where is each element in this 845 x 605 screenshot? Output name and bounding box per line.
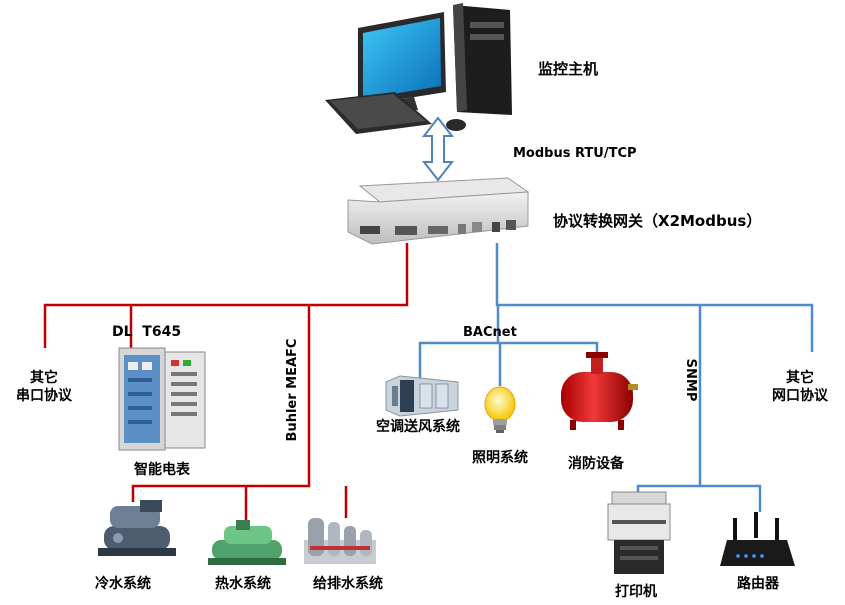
heater-icon bbox=[208, 520, 286, 565]
other-serial-protocol-label-line1: 其它 bbox=[30, 369, 58, 386]
dl-t645-protocol-label: DL T645 bbox=[112, 324, 181, 340]
chiller-label: 冷水系统 bbox=[95, 575, 151, 592]
gateway-label: 协议转换网关（X2Modbus） bbox=[553, 212, 761, 230]
fire-equipment-label: 消防设备 bbox=[568, 455, 625, 472]
chiller-icon bbox=[98, 500, 176, 556]
heater-label: 热水系统 bbox=[215, 575, 271, 592]
air-conditioning-label: 空调送风系统 bbox=[376, 418, 460, 435]
light-bulb-icon bbox=[484, 386, 516, 433]
gateway-device-icon bbox=[347, 177, 530, 245]
printer-label: 打印机 bbox=[615, 583, 657, 600]
printer-icon bbox=[607, 491, 671, 574]
buhler-meafc-label: Buhler MEAFC bbox=[285, 339, 300, 442]
water-supply-icon bbox=[304, 518, 376, 564]
lighting-label: 照明系统 bbox=[472, 449, 528, 466]
router-icon bbox=[720, 512, 795, 566]
other-network-protocol-label-line1: 其它 bbox=[786, 369, 814, 386]
bacnet-protocol-label: BACnet bbox=[463, 325, 517, 340]
router-label: 路由器 bbox=[737, 575, 780, 592]
bidirectional-arrow-icon bbox=[421, 116, 455, 182]
fire-equipment-icon bbox=[561, 352, 638, 430]
serial-bus-lines bbox=[43, 243, 409, 520]
smart-meter-label: 智能电表 bbox=[133, 461, 191, 478]
modbus-protocol-label: Modbus RTU/TCP bbox=[513, 146, 637, 161]
smart-meter-cabinet-icon bbox=[118, 347, 206, 451]
other-serial-protocol-label-line2: 串口协议 bbox=[16, 387, 73, 404]
host-label: 监控主机 bbox=[538, 60, 598, 78]
other-network-protocol-label-line2: 网口协议 bbox=[772, 387, 829, 404]
host-computer-icon bbox=[325, 3, 512, 134]
air-conditioning-icon bbox=[385, 375, 459, 417]
water-supply-label: 给排水系统 bbox=[313, 575, 383, 592]
network-bus-lines bbox=[418, 243, 814, 512]
snmp-protocol-label: SNMP bbox=[683, 359, 698, 402]
